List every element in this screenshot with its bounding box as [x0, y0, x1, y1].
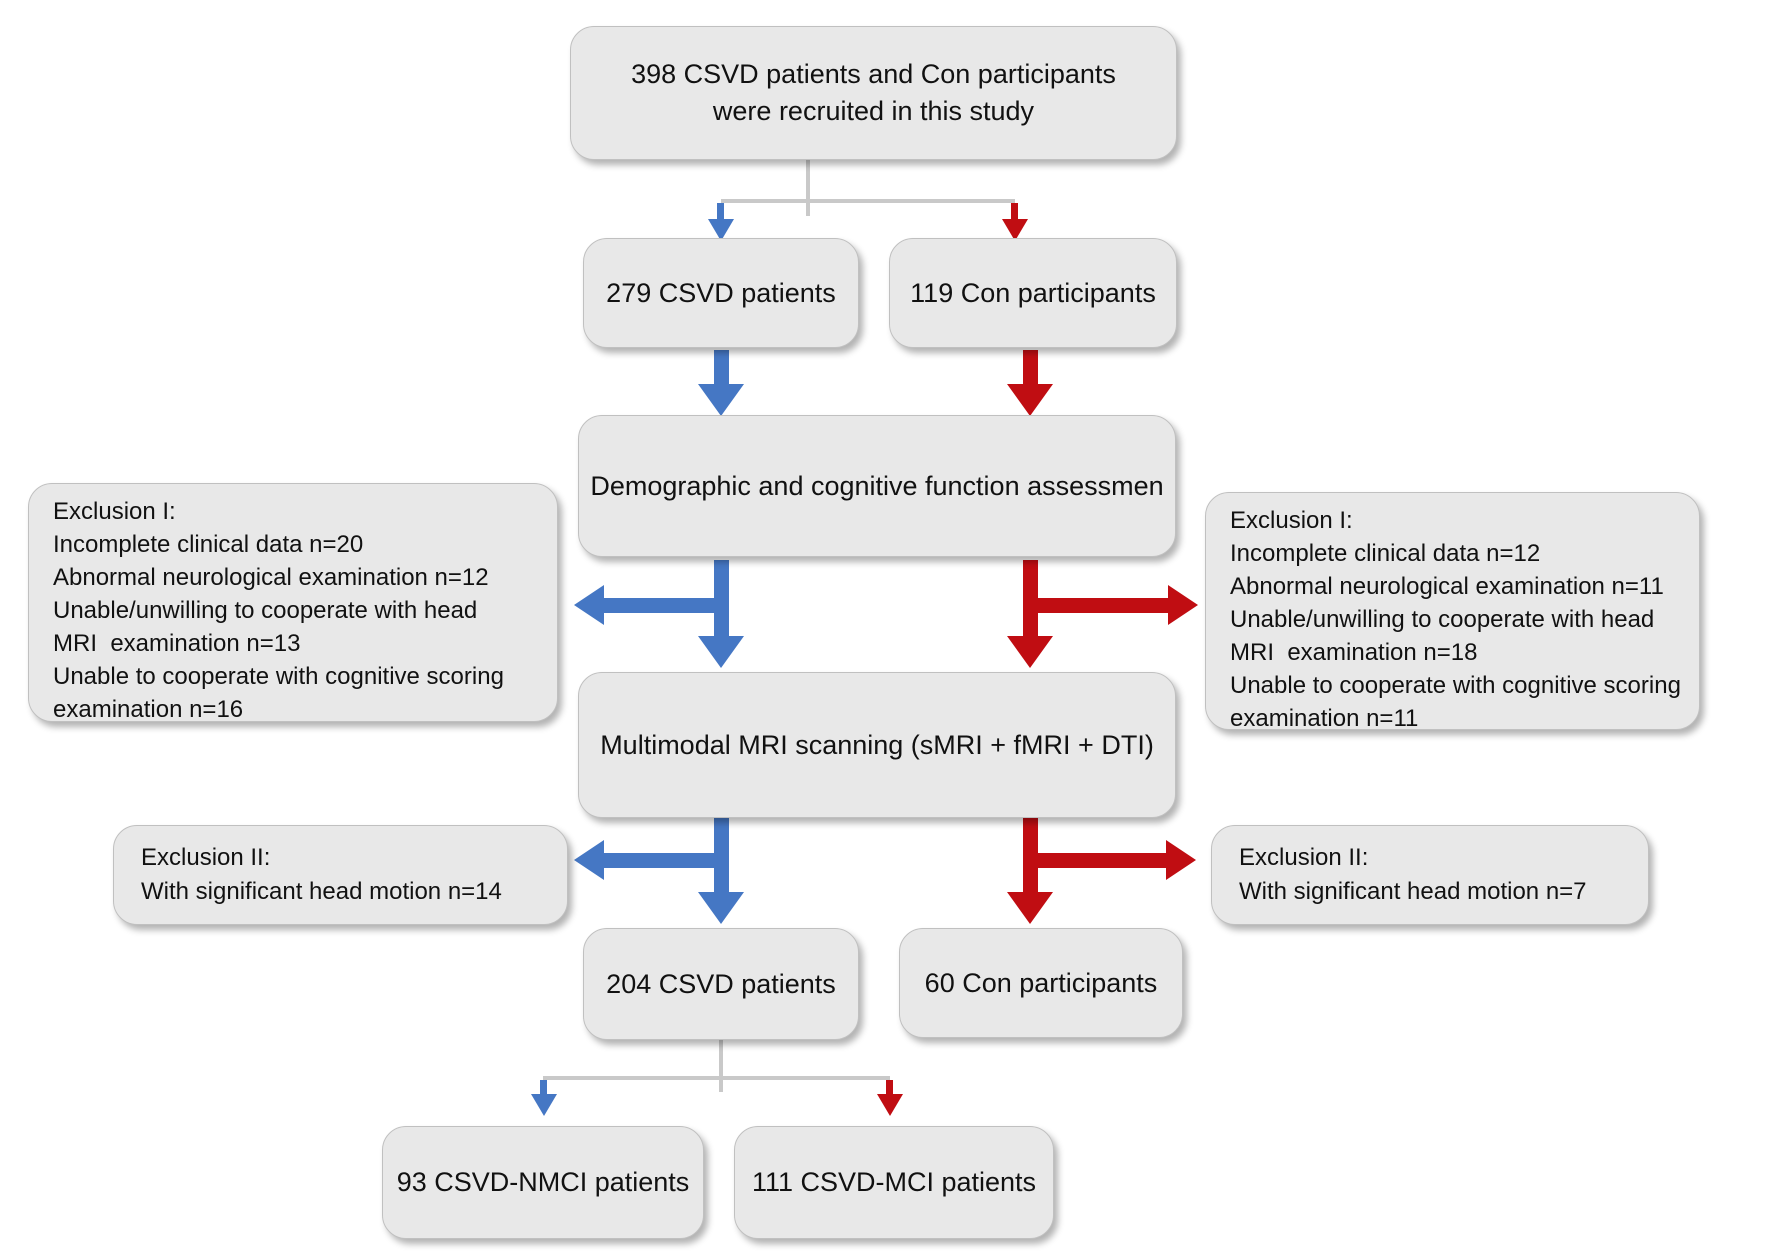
box-mri-scanning: Multimodal MRI scanning (sMRI + fMRI + D…: [578, 672, 1176, 818]
con-exclusion1-branch-shaft: [1038, 598, 1168, 613]
box-204-csvd-patients: 204 CSVD patients: [583, 928, 859, 1040]
mci-split-arrow-head: [877, 1094, 903, 1116]
exclusion2-left-line-2: With significant head motion n=14: [141, 878, 502, 905]
box-93-csvd-nmci: 93 CSVD-NMCI patients: [382, 1126, 704, 1239]
con-split-arrow-shaft: [1011, 203, 1018, 221]
con-exclusion2-branch-shaft: [1038, 853, 1166, 868]
csvd-exclusion2-branch-shaft: [604, 853, 714, 868]
exclusion1-left-line-5: MRI examination n=13: [53, 630, 301, 657]
exclusion1-right-line-5: MRI examination n=18: [1230, 639, 1478, 666]
csvd-to-assessment-arrow-shaft: [714, 350, 729, 388]
box-exclusion1-right: Exclusion I: Incomplete clinical data n=…: [1205, 492, 1700, 732]
con-to-mri-arrow-shaft: [1023, 560, 1038, 638]
exclusion1-left-line-1: Exclusion I:: [53, 498, 176, 525]
csvd-to-mri-arrow-head: [698, 636, 744, 668]
assessment-label: Demographic and cognitive function asses…: [590, 470, 1164, 501]
csvd-split-arrow-shaft: [717, 203, 724, 221]
csvd-to-mri-arrow-shaft: [714, 560, 729, 638]
box-111-csvd-mci: 111 CSVD-MCI patients: [734, 1126, 1054, 1239]
exclusion1-right-line-2: Incomplete clinical data n=12: [1230, 540, 1541, 567]
connector-bottom-tick: [719, 1080, 723, 1092]
exclusion1-right-line-6: Unable to cooperate with cognitive scori…: [1230, 672, 1681, 699]
box-exclusion2-left: Exclusion II: With significant head moti…: [113, 825, 568, 925]
con-exclusion2-branch-head: [1166, 840, 1196, 880]
box-204-label: 204 CSVD patients: [606, 968, 836, 999]
exclusion1-left-line-2: Incomplete clinical data n=20: [53, 531, 364, 558]
nmci-split-arrow-shaft: [540, 1080, 547, 1096]
box-exclusion1-left: Exclusion I: Incomplete clinical data n=…: [28, 483, 558, 723]
box-111-label: 111 CSVD-MCI patients: [751, 1167, 1037, 1197]
box-119-con-participants: 119 Con participants: [889, 238, 1177, 348]
box-assessment: Demographic and cognitive function asses…: [578, 415, 1176, 557]
exclusion1-right-line-4: Unable/unwilling to cooperate with head: [1230, 606, 1655, 633]
mri-label: Multimodal MRI scanning (sMRI + fMRI + D…: [600, 729, 1154, 760]
connector-top-tick: [806, 203, 810, 216]
connector-top-vertical: [806, 160, 810, 202]
csvd-exclusion2-branch-head: [574, 840, 604, 880]
csvd-split-arrow-head: [708, 219, 734, 241]
box-recruited: 398 CSVD patients and Con participants w…: [570, 26, 1177, 160]
box-119-label: 119 Con participants: [910, 277, 1156, 308]
csvd-to-204-arrow-shaft: [714, 818, 729, 894]
csvd-to-assessment-arrow-head: [698, 384, 744, 416]
connector-top-horizontal: [721, 199, 1015, 203]
csvd-exclusion1-branch-head: [574, 585, 604, 625]
exclusion1-right-line-7: examination n=11: [1230, 705, 1419, 732]
connector-bottom-vertical: [719, 1040, 723, 1078]
con-exclusion1-branch-head: [1168, 585, 1198, 625]
con-to-assessment-arrow-head: [1007, 384, 1053, 416]
box-exclusion2-right: Exclusion II: With significant head moti…: [1211, 825, 1649, 925]
exclusion2-right-line-2: With significant head motion n=7: [1239, 878, 1587, 905]
nmci-split-arrow-head: [531, 1094, 557, 1116]
con-to-assessment-arrow-shaft: [1023, 350, 1038, 388]
exclusion1-left-line-3: Abnormal neurological examination n=12: [53, 564, 489, 591]
exclusion1-right-line-3: Abnormal neurological examination n=11: [1230, 573, 1664, 600]
mci-split-arrow-shaft: [886, 1080, 893, 1096]
csvd-to-204-arrow-head: [698, 892, 744, 924]
exclusion2-left-line-1: Exclusion II:: [141, 844, 271, 871]
exclusion2-right-line-1: Exclusion II:: [1239, 844, 1369, 871]
box-60-con-participants: 60 Con participants: [899, 928, 1183, 1038]
box-279-label: 279 CSVD patients: [606, 277, 836, 308]
con-to-60-arrow-head: [1007, 892, 1053, 924]
connector-bottom-horizontal: [543, 1076, 890, 1080]
box-93-label: 93 CSVD-NMCI patients: [396, 1167, 690, 1197]
exclusion1-right-line-1: Exclusion I:: [1230, 507, 1353, 534]
box-60-label: 60 Con participants: [924, 967, 1158, 998]
con-split-arrow-head: [1002, 219, 1028, 241]
recruited-line-2: were recruited in this study: [712, 96, 1035, 126]
con-to-60-arrow-shaft: [1023, 818, 1038, 894]
box-279-csvd-patients: 279 CSVD patients: [583, 238, 859, 348]
exclusion1-left-line-4: Unable/unwilling to cooperate with head: [53, 597, 478, 624]
recruited-line-1: 398 CSVD patients and Con participants: [631, 59, 1116, 89]
con-to-mri-arrow-head: [1007, 636, 1053, 668]
exclusion1-left-line-6: Unable to cooperate with cognitive scori…: [53, 663, 504, 690]
csvd-exclusion1-branch-shaft: [604, 598, 714, 613]
exclusion1-left-line-7: examination n=16: [53, 696, 244, 723]
